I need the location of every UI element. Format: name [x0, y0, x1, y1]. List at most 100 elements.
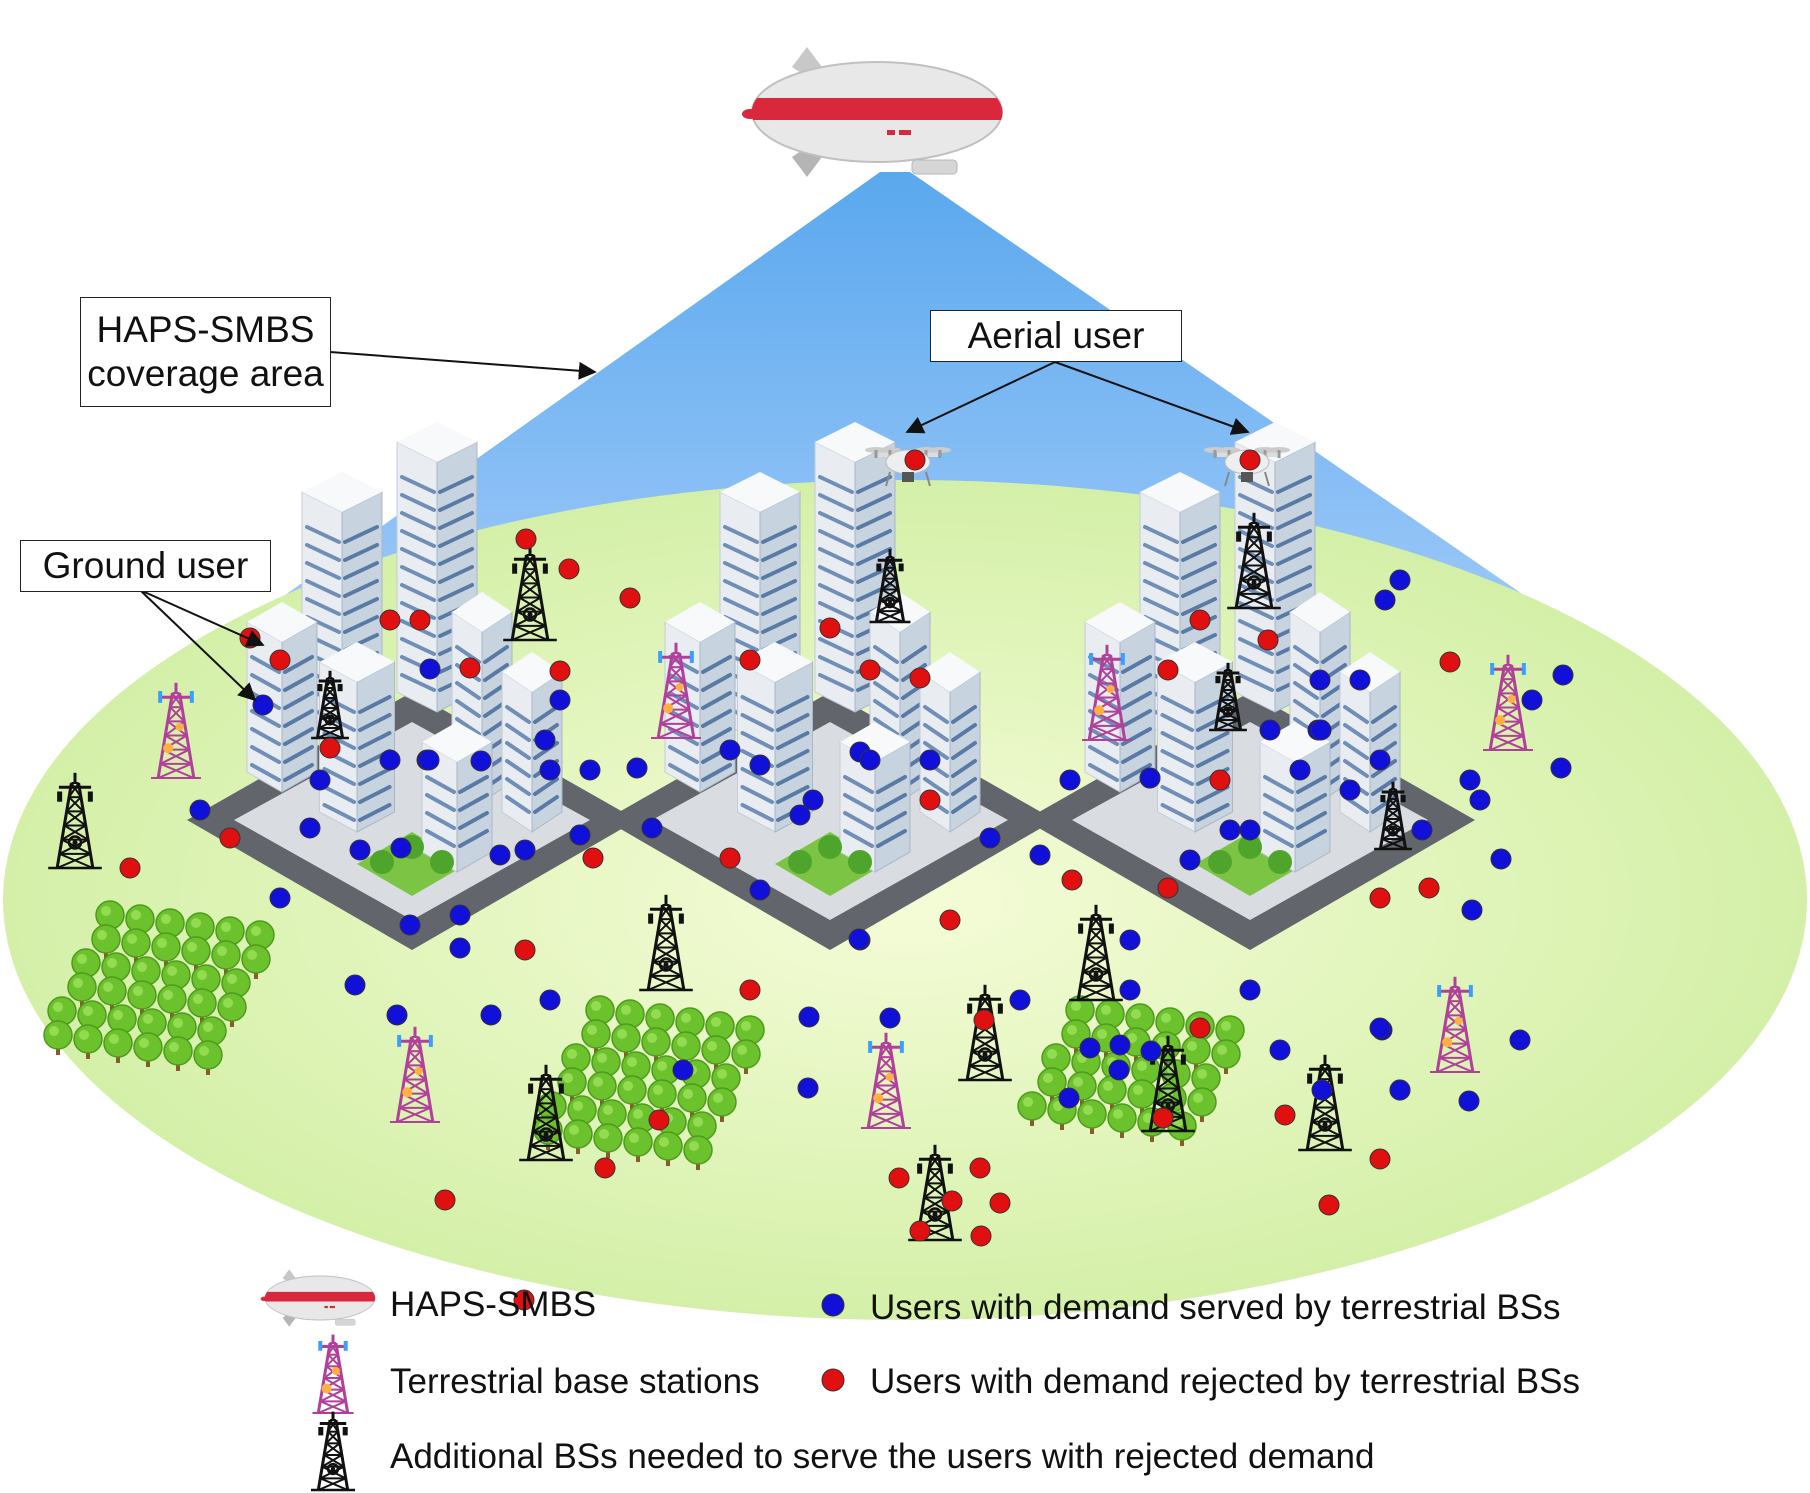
served-user-dot	[1029, 844, 1051, 866]
served-user-dot	[1109, 1034, 1131, 1056]
served-user-dot	[626, 757, 648, 779]
served-user-dot	[1311, 1079, 1333, 1101]
city-block	[187, 422, 637, 950]
rejected-user-dot	[1439, 651, 1461, 673]
served-user-dot	[349, 839, 371, 861]
served-user-dot	[1459, 769, 1481, 791]
ground-user-callout-label: Ground user	[42, 545, 249, 586]
haps-airship-icon	[742, 47, 1003, 177]
rejected-user-dot	[973, 1009, 995, 1031]
terrestrial-bs-icon	[151, 682, 201, 779]
served-user-dot	[802, 789, 824, 811]
rejected-user-dot	[1209, 769, 1231, 791]
served-user-dot	[1059, 769, 1081, 791]
legend-served-dot	[821, 1293, 845, 1317]
served-user-dot	[1309, 669, 1331, 691]
rejected-user-dot	[739, 649, 761, 671]
rejected-user-dot	[970, 1225, 992, 1247]
additional-bs-icon	[48, 772, 102, 870]
rejected-user-dot	[941, 1190, 963, 1212]
rejected-user-dot	[549, 660, 571, 682]
served-user-dot	[418, 749, 440, 771]
served-user-dot	[1339, 779, 1361, 801]
served-user-dot	[1119, 929, 1141, 951]
rejected-user-dot	[459, 657, 481, 679]
rejected-user-dot	[888, 1167, 910, 1189]
rejected-user-dot	[1157, 659, 1179, 681]
served-user-dot	[789, 804, 811, 826]
rejected-user-dot	[409, 609, 431, 631]
served-user-dot	[848, 928, 870, 950]
additional-bs-icon	[639, 894, 693, 992]
served-user-dot	[514, 839, 536, 861]
aerial-callout-arrow-2	[1054, 361, 1250, 435]
legend-abs-label: Additional BSs needed to serve the users…	[390, 1437, 1375, 1476]
served-user-dot	[1552, 664, 1574, 686]
legend-rejected-dot	[821, 1368, 845, 1392]
served-user-dot	[1239, 979, 1261, 1001]
rejected-user-dot	[1318, 1194, 1340, 1216]
served-user-dot	[489, 844, 511, 866]
coverage-callout-arrow	[329, 351, 597, 380]
served-user-dot	[1374, 589, 1396, 611]
additional-bs-icon	[1227, 512, 1281, 610]
legend-haps-icon	[260, 1269, 376, 1327]
served-user-dot	[309, 769, 331, 791]
rejected-user-dot	[1369, 1148, 1391, 1170]
city-blocks	[187, 422, 1475, 950]
additional-bs-icon	[311, 670, 349, 740]
user-markers	[119, 449, 1574, 1311]
rejected-user-dot	[514, 939, 536, 961]
served-user-dot	[1219, 819, 1241, 841]
legend-tbs-label: Terrestrial base stations	[390, 1362, 760, 1401]
served-user-dot	[299, 817, 321, 839]
rejected-user-dot	[619, 587, 641, 609]
rejected-user-dot	[969, 1157, 991, 1179]
served-user-dot	[1369, 1017, 1391, 1039]
served-user-dot	[879, 1007, 901, 1029]
served-user-dot	[534, 729, 556, 751]
rejected-user-dot	[239, 627, 261, 649]
coverage-callout-line-1: HAPS-SMBS	[96, 309, 315, 350]
served-user-dot	[1058, 1087, 1080, 1109]
aerial-user-callout: Aerial user	[930, 310, 1182, 362]
rejected-user-dot	[513, 1289, 535, 1311]
served-user-dot	[1349, 669, 1371, 691]
served-user-dot	[390, 837, 412, 859]
terrestrial-bs-icon	[651, 642, 701, 739]
served-user-dot	[1490, 848, 1512, 870]
rejected-user-dot	[119, 857, 141, 879]
served-user-dot	[749, 754, 771, 776]
served-user-dot	[1289, 759, 1311, 781]
served-user-dot	[1461, 899, 1483, 921]
served-user-dot	[399, 914, 421, 936]
ground-user-callout: Ground user	[20, 540, 271, 592]
served-user-dot	[1009, 989, 1031, 1011]
served-user-dot	[672, 1059, 694, 1081]
building	[664, 602, 736, 793]
terrestrial-bs-icon	[390, 1026, 440, 1123]
served-user-dot	[579, 759, 601, 781]
served-user-dot	[480, 1004, 502, 1026]
terrestrial-bs-icon	[1483, 654, 1533, 751]
rejected-user-dot	[1369, 887, 1391, 909]
served-user-dot	[859, 749, 881, 771]
served-user-dot	[1389, 569, 1411, 591]
rejected-user-dot	[909, 1220, 931, 1242]
served-user-dot	[1269, 1039, 1291, 1061]
rejected-user-dot	[582, 847, 604, 869]
served-user-dot	[569, 824, 591, 846]
served-user-dot	[269, 887, 291, 909]
rejected-user-dot	[1061, 869, 1083, 891]
ground-callout-arrow-2	[139, 589, 257, 702]
additional-bs-icon	[519, 1064, 573, 1162]
rejected-user-dot	[909, 667, 931, 689]
served-user-dot	[470, 750, 492, 772]
rejected-user-dot	[859, 659, 881, 681]
served-user-dot	[979, 827, 1001, 849]
served-user-dot	[1259, 719, 1281, 741]
served-user-dot	[749, 879, 771, 901]
rejected-user-dot	[319, 737, 341, 759]
rejected-user-dot	[819, 617, 841, 639]
served-user-dot	[386, 1004, 408, 1026]
